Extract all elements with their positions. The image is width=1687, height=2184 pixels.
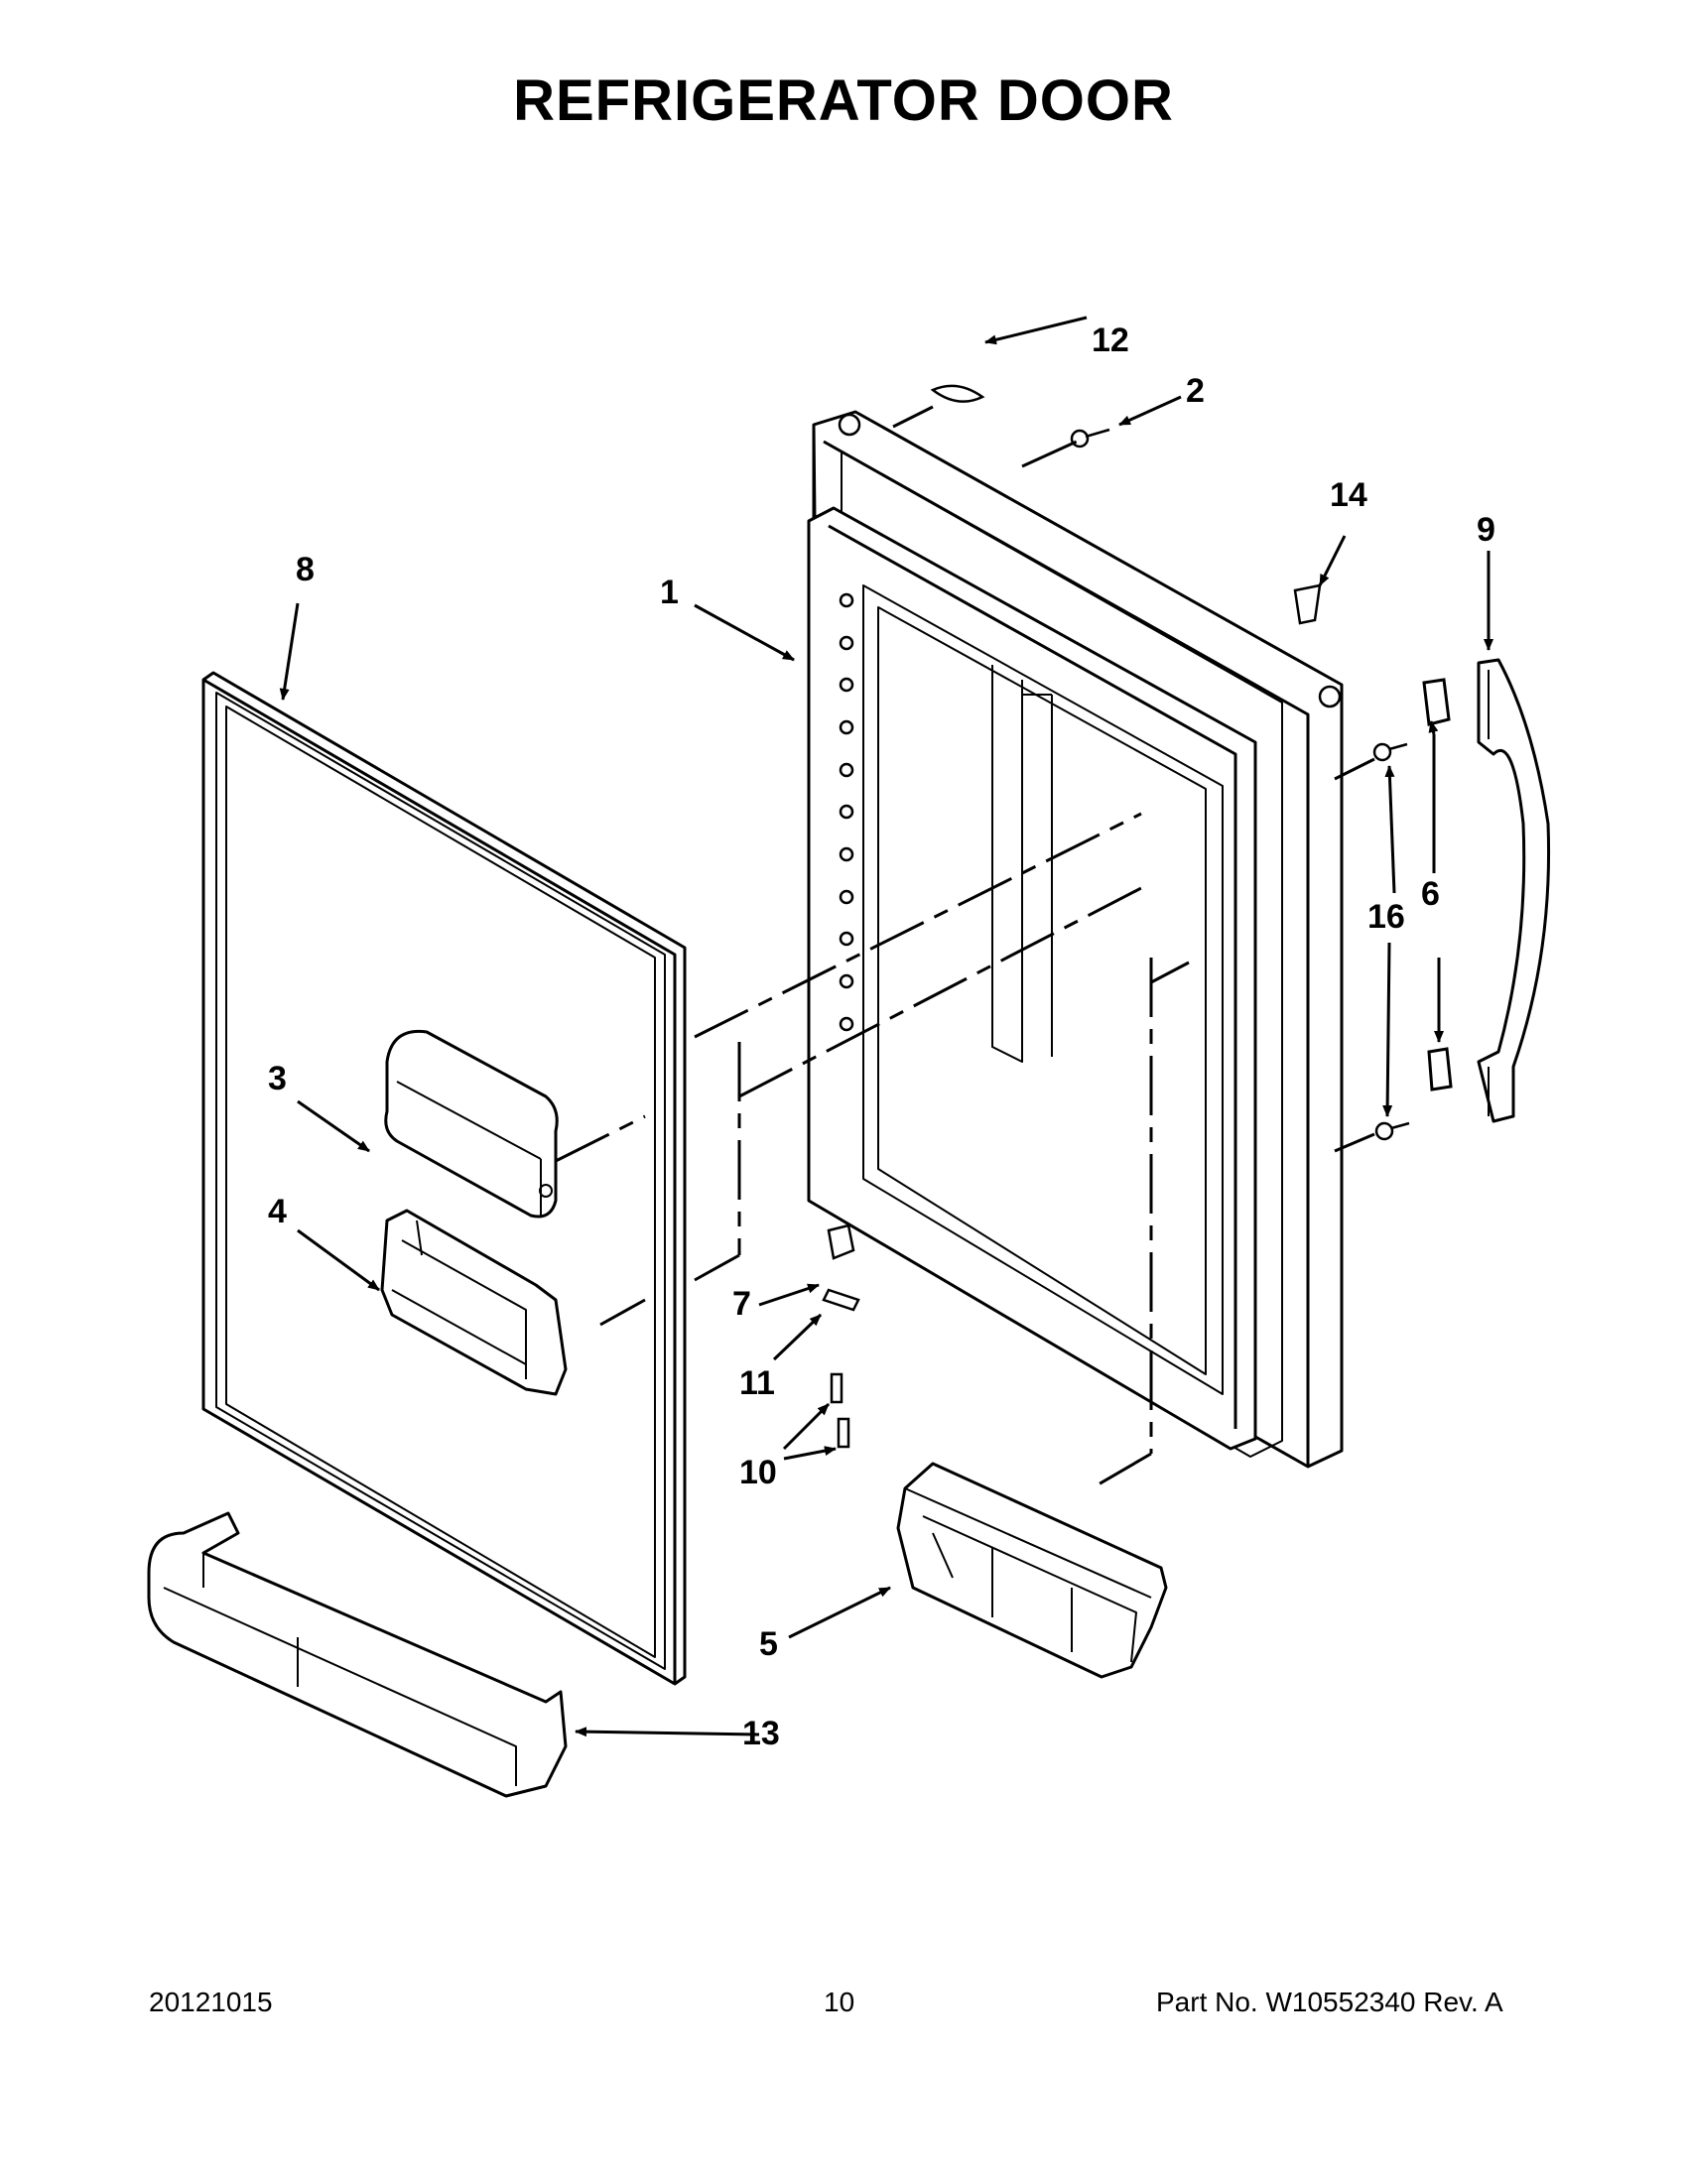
leader-arrows [279,316,1493,1737]
dispenser-tray [380,1209,568,1396]
handle-mounts [1422,678,1453,1092]
callout-14: 14 [1330,476,1367,514]
callout-16: 16 [1367,898,1405,936]
callout-12: 12 [1092,321,1129,359]
callout-8: 8 [296,551,315,588]
callout-7: 7 [732,1285,751,1323]
callout-4: 4 [268,1193,287,1230]
shelf-clips [839,592,854,1032]
callout-9: 9 [1477,511,1495,549]
callout-6: 6 [1421,875,1440,913]
callout-5: 5 [759,1625,778,1663]
door-bin [896,1462,1168,1679]
callout-11: 11 [739,1364,775,1402]
door-liner [201,671,687,1686]
door-assembly [807,410,1344,1469]
hardware [822,384,1410,1449]
door-handle [1477,658,1551,1123]
assembly-lines [555,405,1375,1490]
callout-2: 2 [1186,372,1205,410]
callout-13: 13 [742,1715,780,1752]
lower-door-bin [147,1511,568,1798]
callout-1: 1 [660,574,679,611]
dispenser-cover [384,1029,559,1219]
footer-date: 20121015 [149,1987,273,2017]
callout-10: 10 [739,1454,777,1491]
callout-3: 3 [268,1060,287,1097]
footer-part-number: Part No. W10552340 Rev. A [1156,1987,1503,2017]
page-title: REFRIGERATOR DOOR [513,68,1174,133]
footer-page-number: 10 [824,1987,855,2017]
